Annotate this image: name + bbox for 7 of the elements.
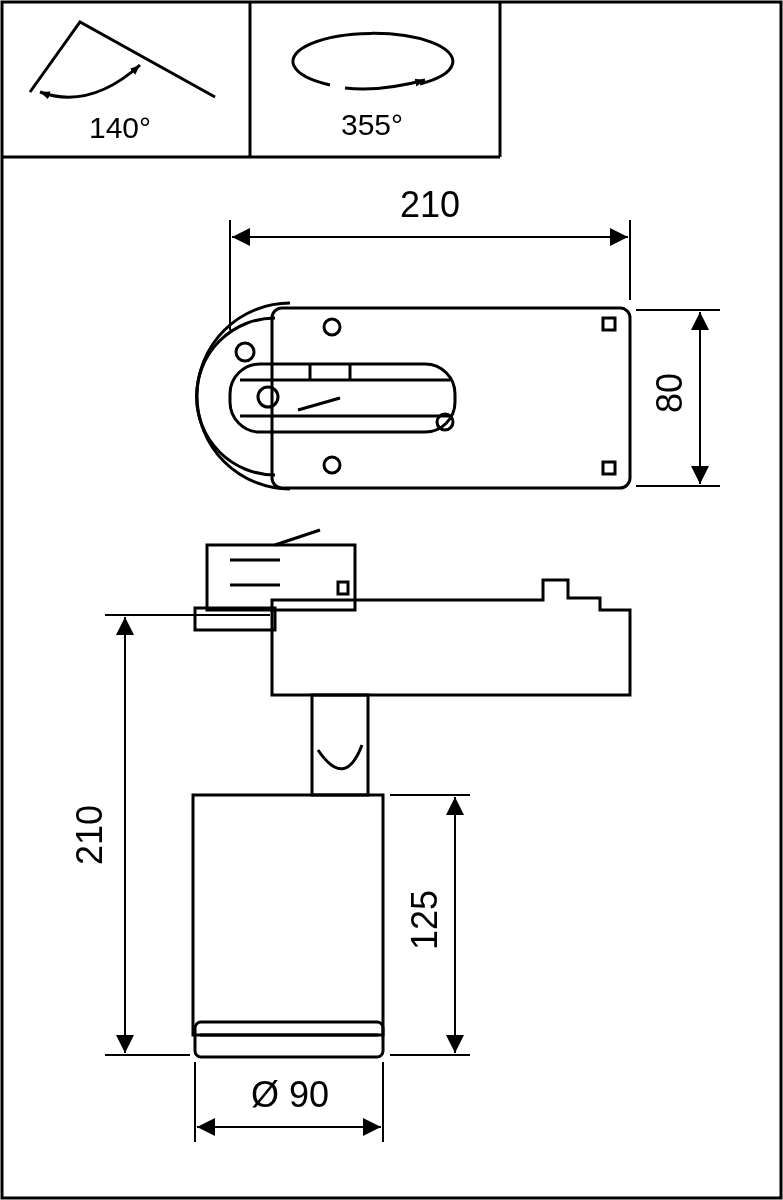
height-dimension: 210 (72, 804, 108, 866)
rotation-angle-value: 355° (340, 110, 404, 140)
tilt-angle-value: 140° (88, 113, 152, 143)
depth-dimension: 80 (652, 373, 688, 413)
head-height-dimension: 125 (407, 889, 443, 951)
diameter-dimension: Ø 90 (251, 1077, 329, 1113)
width-dimension: 210 (399, 187, 461, 223)
